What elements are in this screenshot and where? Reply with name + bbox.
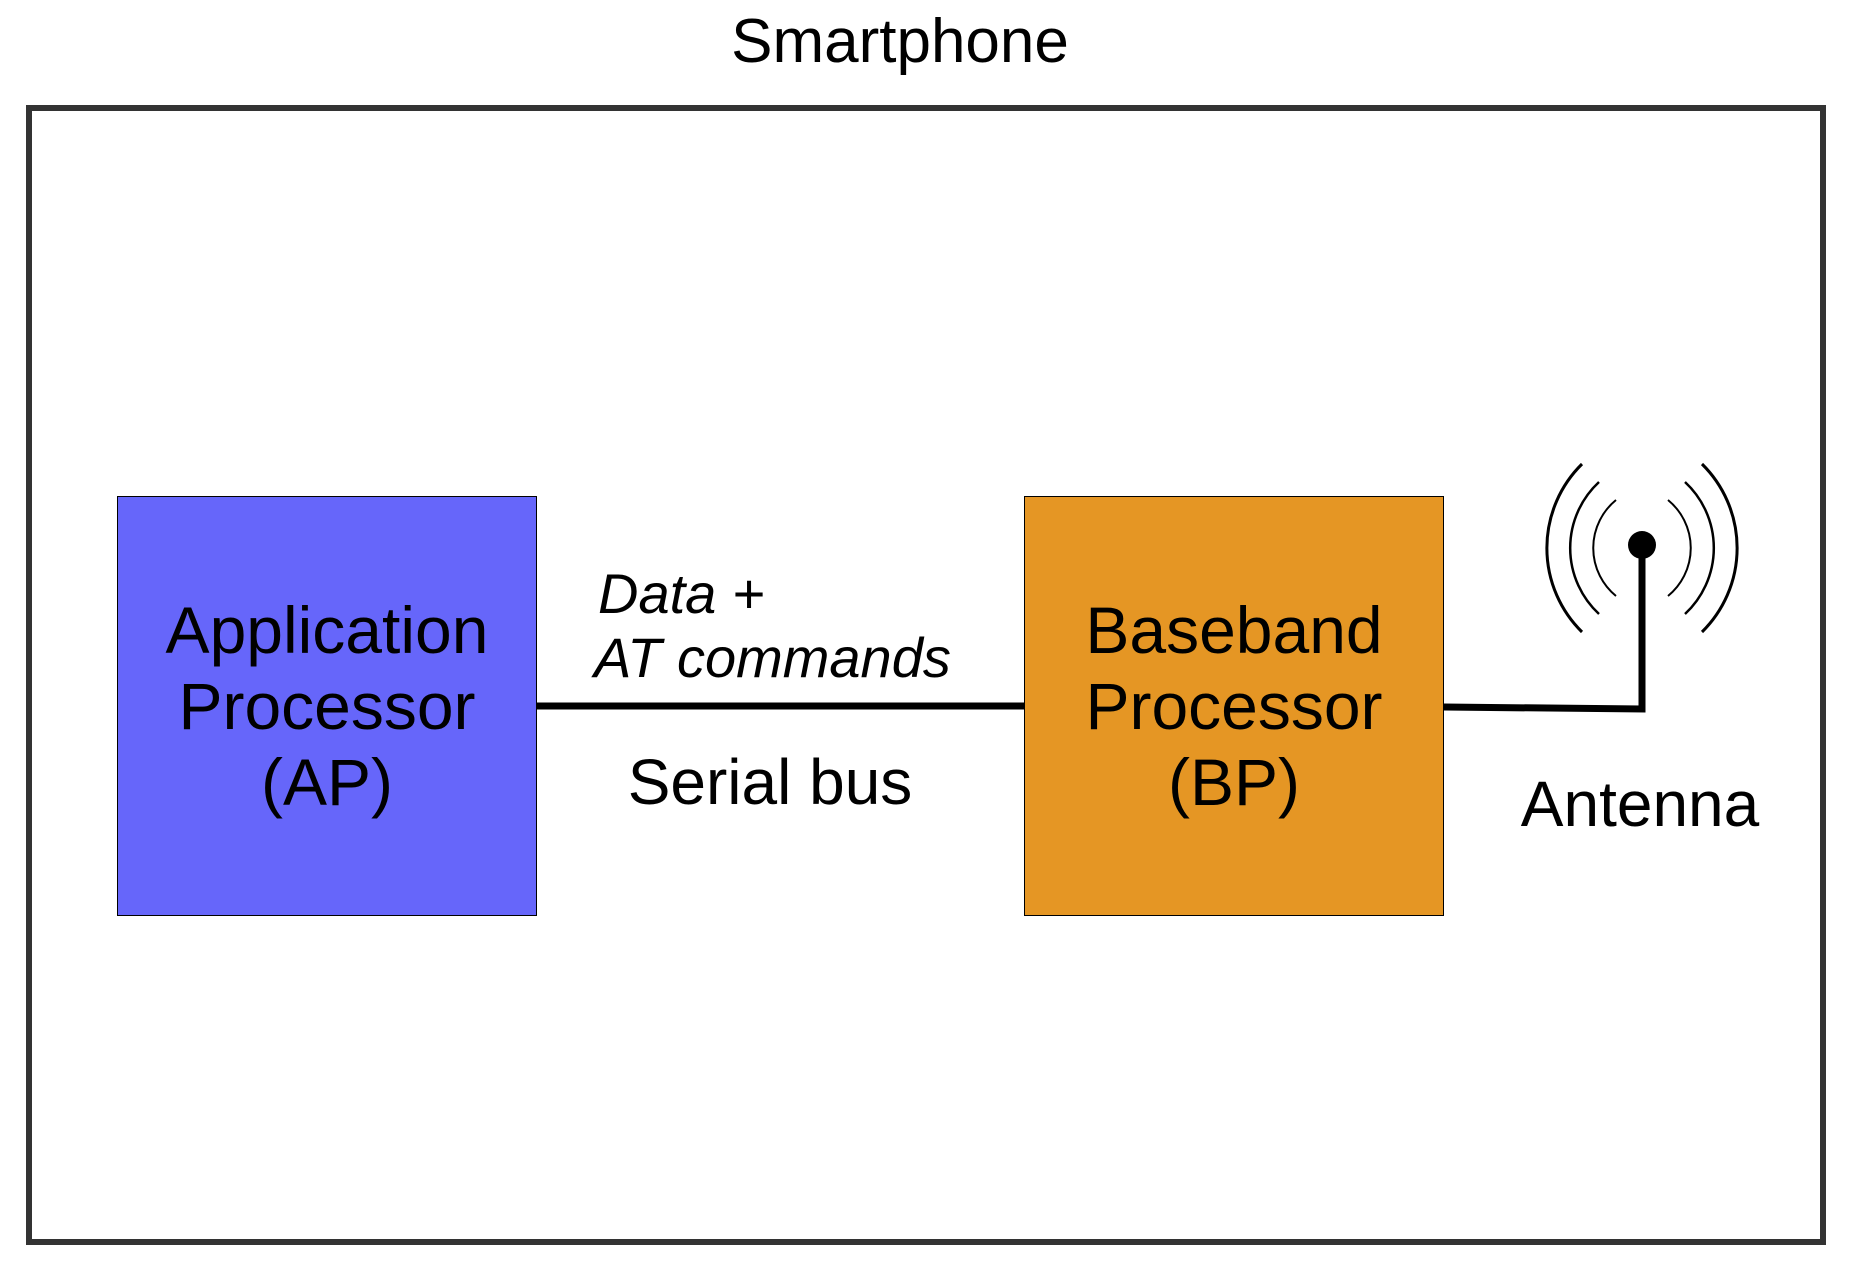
antenna-wave-left-3 <box>1545 462 1584 634</box>
antenna-wave-right-1 <box>1667 499 1692 597</box>
antenna-label: Antenna <box>1520 768 1760 840</box>
diagram-title: Smartphone <box>731 7 1069 76</box>
bp-label-line-1: Baseband <box>1085 593 1383 667</box>
antenna-icon <box>1545 462 1739 634</box>
application-processor-block: Application Processor (AP) <box>117 496 537 916</box>
antenna-wave-left-1 <box>1592 499 1617 597</box>
antenna-tip <box>1628 531 1656 559</box>
ap-label-line-3: (AP) <box>261 745 393 819</box>
bp-label-line-2: Processor <box>1085 669 1383 743</box>
ap-label-line-1: Application <box>165 593 489 667</box>
ap-label-line-2: Processor <box>178 669 476 743</box>
antenna-wave-left-2 <box>1569 481 1600 615</box>
payload-line-1: Data + <box>598 562 765 625</box>
antenna-feed-line <box>1443 548 1646 713</box>
baseband-processor-block: Baseband Processor (BP) <box>1024 496 1444 916</box>
bp-label-line-3: (BP) <box>1168 745 1300 819</box>
serial-payload-label: Data + AT commands <box>594 562 951 690</box>
antenna-wave-right-2 <box>1684 481 1715 615</box>
smartphone-frame <box>26 105 1826 1245</box>
serial-bus-label: Serial bus <box>627 746 913 818</box>
antenna-wave-right-3 <box>1700 462 1739 634</box>
payload-line-2: AT commands <box>594 626 951 689</box>
